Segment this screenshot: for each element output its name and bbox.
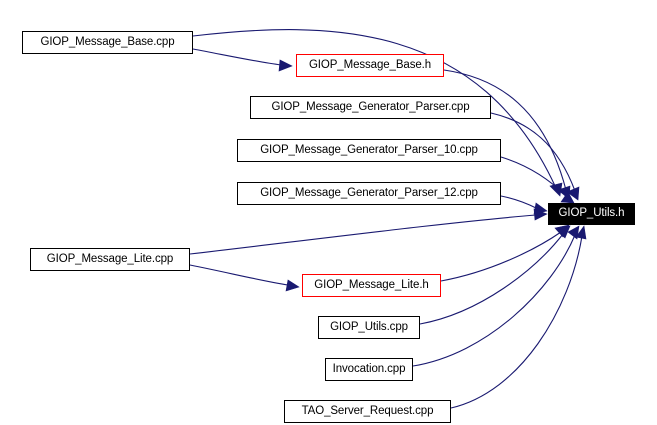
node-label: GIOP_Message_Lite.cpp (46, 252, 174, 265)
node-giop-message-lite-cpp[interactable]: GIOP_Message_Lite.cpp (30, 248, 190, 271)
edge-lite-cpp-to-utils-h (189, 208, 548, 255)
node-label: GIOP_Message_Generator_Parser_10.cpp (260, 143, 478, 156)
node-invocation-cpp[interactable]: Invocation.cpp (325, 358, 413, 381)
edge-utils-cpp-to-utils-h (419, 225, 571, 325)
node-label: GIOP_Message_Base.h (308, 58, 432, 71)
edge-base-cpp-to-base-h (192, 48, 293, 72)
edge-parser10-cpp-to-utils-h (500, 156, 575, 204)
node-label: GIOP_Utils.cpp (330, 320, 408, 333)
node-tao-server-request-cpp[interactable]: TAO_Server_Request.cpp (284, 400, 451, 423)
node-giop-utils-cpp[interactable]: GIOP_Utils.cpp (318, 316, 420, 339)
node-label: TAO_Server_Request.cpp (301, 404, 434, 417)
node-giop-message-lite-h[interactable]: GIOP_Message_Lite.h (302, 274, 441, 297)
node-giop-message-generator-parser-12-cpp[interactable]: GIOP_Message_Generator_Parser_12.cpp (237, 182, 501, 205)
node-giop-message-generator-parser-cpp[interactable]: GIOP_Message_Generator_Parser.cpp (250, 96, 491, 119)
edge-base-h-to-utils-h (443, 69, 571, 200)
edge-lite-h-to-utils-h (440, 224, 570, 282)
node-giop-message-generator-parser-10-cpp[interactable]: GIOP_Message_Generator_Parser_10.cpp (237, 139, 501, 162)
edge-invocation-cpp-to-utils-h (412, 225, 580, 367)
node-giop-message-base-h[interactable]: GIOP_Message_Base.h (296, 54, 444, 77)
node-label: GIOP_Message_Generator_Parser_12.cpp (260, 186, 478, 199)
edge-parser-cpp-to-utils-h (490, 112, 580, 201)
node-label: GIOP_Utils.h (558, 207, 625, 220)
node-label: GIOP_Message_Lite.h (314, 278, 429, 291)
edge-tao-server-request-cpp-to-utils-h (450, 225, 587, 409)
node-label: GIOP_Message_Base.cpp (40, 35, 175, 48)
node-giop-message-base-cpp[interactable]: GIOP_Message_Base.cpp (22, 31, 193, 54)
edge-lite-cpp-to-lite-h (189, 264, 300, 292)
node-label: GIOP_Message_Generator_Parser.cpp (271, 100, 470, 113)
node-giop-utils-h-current[interactable]: GIOP_Utils.h (548, 203, 635, 225)
node-label: Invocation.cpp (332, 362, 406, 375)
